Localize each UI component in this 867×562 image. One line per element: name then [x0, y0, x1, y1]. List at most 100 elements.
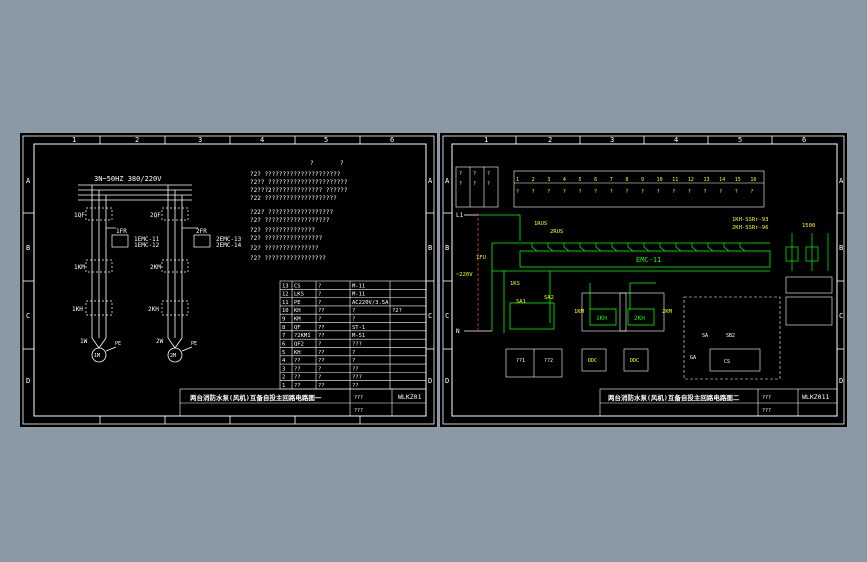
terminal-number: 14	[719, 177, 725, 183]
title-block-title: 两台消防水泵(风机)互备自投主回路电路图一	[190, 393, 322, 402]
terminal-number: 11	[672, 177, 678, 183]
terminal-number: 8	[625, 177, 628, 183]
note-line: ?2? ???????????????	[250, 245, 319, 252]
terminal-mark: ?	[516, 189, 519, 195]
table-cell: ?	[318, 292, 321, 298]
table-cell: M-11	[352, 283, 365, 289]
contactor-label: 1KM	[74, 264, 85, 271]
table-cell: ??	[294, 358, 301, 364]
table-cell: 4	[282, 358, 286, 364]
terminal-number: 10	[657, 177, 663, 183]
terminal-number: 7	[610, 177, 613, 183]
component-table	[279, 280, 427, 390]
table-cell: ?	[318, 317, 321, 323]
col-label: 4	[674, 136, 678, 144]
table-cell: QF	[294, 325, 301, 331]
relay-label: 2KH	[148, 306, 159, 313]
terminal-mark: ?	[610, 189, 613, 195]
table-cell: ??	[294, 366, 301, 372]
ks-box: DDC	[588, 358, 597, 364]
table-cell: LKS	[294, 292, 304, 298]
notes-mark: ?	[340, 160, 344, 167]
table-cell: 1	[282, 383, 285, 389]
drawing-sheet-1: 1 2 3 4 5 6 A B C D A B C D 3N~50HZ 380/…	[20, 133, 437, 427]
table-cell: ???	[352, 375, 362, 381]
motor-2-symbol	[167, 347, 183, 363]
table-cell: 8	[282, 325, 285, 331]
table-cell: 3	[282, 366, 285, 372]
relay-contact	[707, 243, 714, 252]
relay-contact	[627, 243, 634, 252]
schematic-2: 1 2 3 4 5 6 A B C D A B C D 1?2?3?4?5?6?…	[442, 135, 845, 425]
table-cell: ??	[318, 325, 325, 331]
col-label: 5	[324, 136, 328, 144]
table-cell: ?	[318, 300, 321, 306]
terminal-number: 6	[594, 177, 597, 183]
title-block-small: ???	[354, 395, 363, 401]
col-label: 4	[260, 136, 264, 144]
row-label: B	[839, 244, 843, 252]
col-label: 1	[72, 136, 76, 144]
emc-label: 1EMC-11	[134, 236, 160, 243]
svg-text:?: ?	[487, 181, 490, 187]
row-label: B	[26, 244, 30, 252]
col-label: 1	[484, 136, 488, 144]
motor-label: 1M	[94, 353, 100, 359]
note-line: ?22? ??????????????????	[250, 209, 333, 216]
table-cell: KH	[294, 350, 301, 356]
kh1-box	[589, 308, 617, 326]
table-cell: ??	[318, 358, 325, 364]
table-cell: CS	[294, 283, 301, 289]
table-cell: 9	[282, 317, 285, 323]
table-cell: 7	[282, 333, 285, 339]
terminal-mark: ?	[532, 189, 535, 195]
table-cell: AC220V/3.5A	[352, 300, 389, 306]
terminal-mark: ?	[672, 189, 675, 195]
relay-contact	[563, 243, 570, 252]
table-cell: M-51	[352, 333, 365, 339]
row-label: D	[428, 377, 432, 385]
right-label: 2KH-SSRr-96	[732, 225, 768, 231]
relay-contact	[531, 243, 538, 252]
svg-text:?: ?	[459, 171, 462, 177]
terminal-number: 4	[563, 177, 566, 183]
table-cell: 12	[282, 292, 289, 298]
title-block-small: ???	[762, 408, 771, 414]
row-label: D	[839, 377, 843, 385]
motor-1-symbol	[91, 347, 107, 363]
table-cell: ?	[352, 317, 355, 323]
col-label: 3	[610, 136, 614, 144]
svg-text:?: ?	[487, 171, 490, 177]
title-block-small: ???	[762, 395, 771, 401]
terminal-number: 1	[516, 177, 519, 183]
fuse-label: 1FU	[476, 255, 486, 261]
svg-text:?: ?	[473, 181, 476, 187]
sa-label: SA1	[516, 299, 526, 305]
box-label: ??1	[516, 358, 525, 364]
relay-contact	[691, 243, 698, 252]
table-cell: ?	[352, 358, 355, 364]
contactor-label: 2KM	[150, 264, 161, 271]
table-cell: ??	[352, 383, 359, 389]
table-cell: ?	[318, 375, 321, 381]
emc-label: 2EMC-14	[216, 242, 242, 249]
note-line: ?2?? ??????????????????????	[250, 179, 348, 186]
terminal-label: 1W	[80, 338, 88, 345]
right-label: 1500	[802, 223, 815, 229]
terminal-mark: ?	[579, 189, 582, 195]
row-label: D	[445, 377, 449, 385]
svg-text:?: ?	[459, 181, 462, 187]
terminal-number: 2	[532, 177, 535, 183]
note-line: ?2? ??????????????????	[250, 217, 330, 224]
emc-module	[519, 250, 771, 268]
terminal-number: 5	[579, 177, 582, 183]
relay-label: 1KH	[72, 306, 83, 313]
table-cell: ???	[352, 341, 362, 347]
km-label: 1KM	[574, 309, 585, 315]
table-cell: ?	[318, 283, 321, 289]
table-cell: KH	[294, 308, 301, 314]
note-line: ?2???2?????????????? ??????	[250, 187, 348, 194]
col-label: 2	[548, 136, 552, 144]
row-label: C	[445, 312, 449, 320]
kh2-box	[627, 308, 655, 326]
